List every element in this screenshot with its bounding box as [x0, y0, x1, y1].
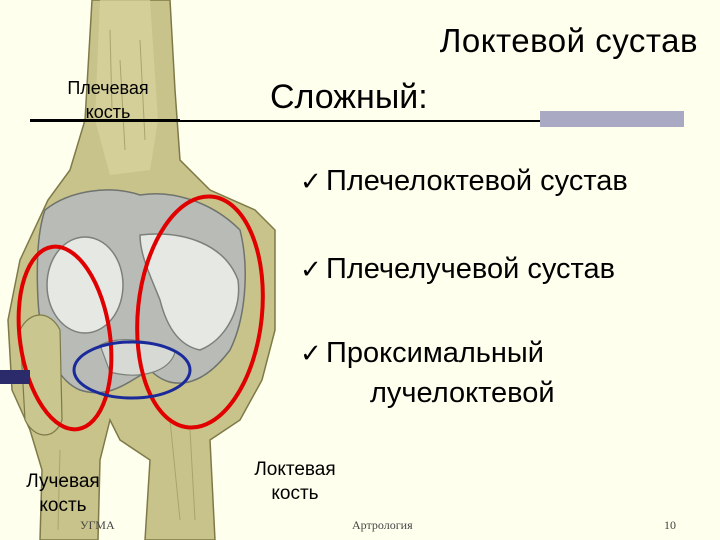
- label-radius-line2: кость: [39, 495, 87, 516]
- label-ulna: Локтевая кость: [240, 458, 350, 506]
- left-accent-bar: [0, 370, 30, 384]
- checkmark-icon: ✓: [300, 254, 322, 284]
- bullet-text: Плечелучевой сустав: [326, 253, 615, 285]
- label-ulna-line1: Локтевая: [254, 459, 336, 480]
- red-outline-right: [135, 194, 265, 430]
- slide-title: Локтевой сустав: [439, 22, 698, 59]
- bullet-text: Плечелоктевой сустав: [326, 165, 628, 197]
- red-outline-left: [16, 244, 114, 432]
- bullet-item: ✓Плечелучевой сустав: [300, 253, 615, 286]
- title-rule: [30, 120, 540, 122]
- checkmark-icon: ✓: [300, 166, 322, 196]
- label-radius: Лучевая кость: [8, 470, 118, 518]
- bullet-text: Проксимальный: [326, 337, 544, 369]
- slide-heading: Сложный:: [270, 78, 428, 116]
- bullet-text-continuation: лучелоктевой: [370, 377, 555, 409]
- elbow-joint-illustration: [7, 0, 276, 540]
- title-accent-bar: [540, 111, 684, 127]
- footer-institution: УГМА: [80, 518, 115, 532]
- blue-outline: [72, 340, 192, 400]
- label-humerus: Плечевая кость: [48, 76, 168, 124]
- page-number: 10: [664, 518, 676, 532]
- bullet-item: ✓Проксимальный: [300, 337, 544, 370]
- bullet-item: ✓Плечелоктевой сустав: [300, 165, 628, 198]
- footer-section: Артрология: [352, 518, 413, 532]
- label-humerus-line1: Плечевая: [67, 78, 149, 98]
- label-radius-line1: Лучевая: [26, 471, 100, 492]
- checkmark-icon: ✓: [300, 338, 322, 368]
- label-ulna-line2: кость: [271, 483, 319, 504]
- label-humerus-line2: кость: [85, 102, 131, 122]
